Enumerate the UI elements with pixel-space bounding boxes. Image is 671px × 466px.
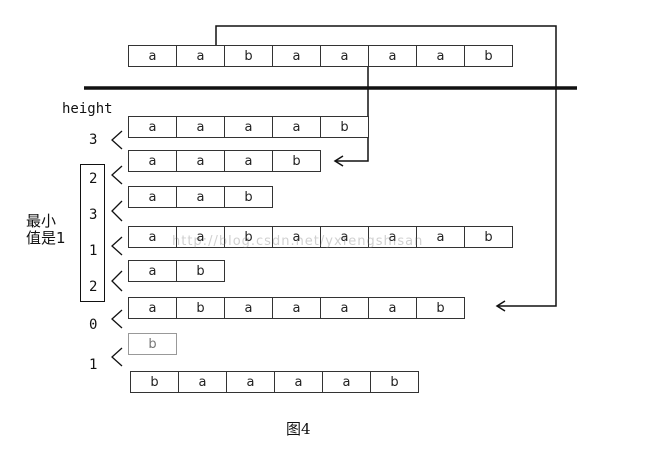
bracket-mark	[111, 130, 123, 150]
arrowhead-row6	[495, 300, 506, 312]
char-cell: b	[176, 297, 225, 319]
char-cell: b	[128, 333, 177, 355]
char-cell: b	[370, 371, 419, 393]
char-cell: a	[226, 371, 275, 393]
char-cell: a	[128, 45, 177, 67]
char-cell: b	[224, 45, 273, 67]
char-cell: b	[224, 186, 273, 208]
char-cell: a	[128, 186, 177, 208]
min-range-box	[80, 164, 105, 302]
char-cell: a	[224, 116, 273, 138]
char-cell: a	[128, 150, 177, 172]
char-cell: b	[416, 297, 465, 319]
bracket-mark	[111, 347, 123, 367]
height-value: 1	[89, 243, 98, 259]
min-label: 最小 值是1	[26, 213, 66, 247]
char-cell: b	[176, 260, 225, 282]
min-label-line2: 值是1	[26, 229, 66, 247]
char-cell: a	[128, 226, 177, 248]
char-cell: a	[176, 45, 225, 67]
char-cell: a	[224, 297, 273, 319]
char-cell: b	[464, 45, 513, 67]
height-value: 2	[89, 279, 98, 295]
min-label-line1: 最小	[26, 212, 57, 230]
char-cell: a	[272, 45, 321, 67]
char-cell: b	[464, 226, 513, 248]
bracket-mark	[111, 236, 123, 256]
char-cell: a	[272, 116, 321, 138]
arrowhead-row2	[333, 155, 344, 167]
char-cell: a	[178, 371, 227, 393]
height-value: 3	[89, 132, 98, 148]
char-cell: a	[272, 297, 321, 319]
char-cell: a	[274, 371, 323, 393]
char-cell: a	[176, 150, 225, 172]
figure-caption: 图4	[286, 420, 311, 438]
char-cell: b	[130, 371, 179, 393]
char-cell: a	[176, 186, 225, 208]
watermark-text: http://blog.csdn.net/yxfengshisan	[172, 234, 424, 249]
bracket-mark	[111, 200, 123, 222]
bracket-marks	[111, 130, 123, 367]
char-cell: b	[320, 116, 369, 138]
char-cell: a	[416, 45, 465, 67]
char-cell: a	[272, 226, 321, 248]
char-cell: a	[128, 116, 177, 138]
char-cell: a	[320, 297, 369, 319]
height-value: 1	[89, 357, 98, 373]
char-cell: a	[322, 371, 371, 393]
height-value: 0	[89, 317, 98, 333]
char-cell: a	[416, 226, 465, 248]
char-cell: b	[224, 226, 273, 248]
char-cell: a	[176, 116, 225, 138]
arrow-line-top-to-row2	[335, 57, 369, 162]
height-value: 3	[89, 207, 98, 223]
arrow-line-top-to-row6	[215, 25, 557, 307]
char-cell: a	[128, 260, 177, 282]
height-label: height	[62, 101, 113, 117]
char-cell: a	[368, 45, 417, 67]
bracket-mark	[111, 309, 123, 329]
char-cell: a	[128, 297, 177, 319]
height-value: 2	[89, 171, 98, 187]
char-cell: a	[224, 150, 273, 172]
char-cell: a	[320, 45, 369, 67]
suffix-row: b	[128, 333, 177, 355]
bracket-mark	[111, 165, 123, 185]
char-cell: b	[272, 150, 321, 172]
char-cell: a	[368, 297, 417, 319]
bracket-mark	[111, 270, 123, 292]
